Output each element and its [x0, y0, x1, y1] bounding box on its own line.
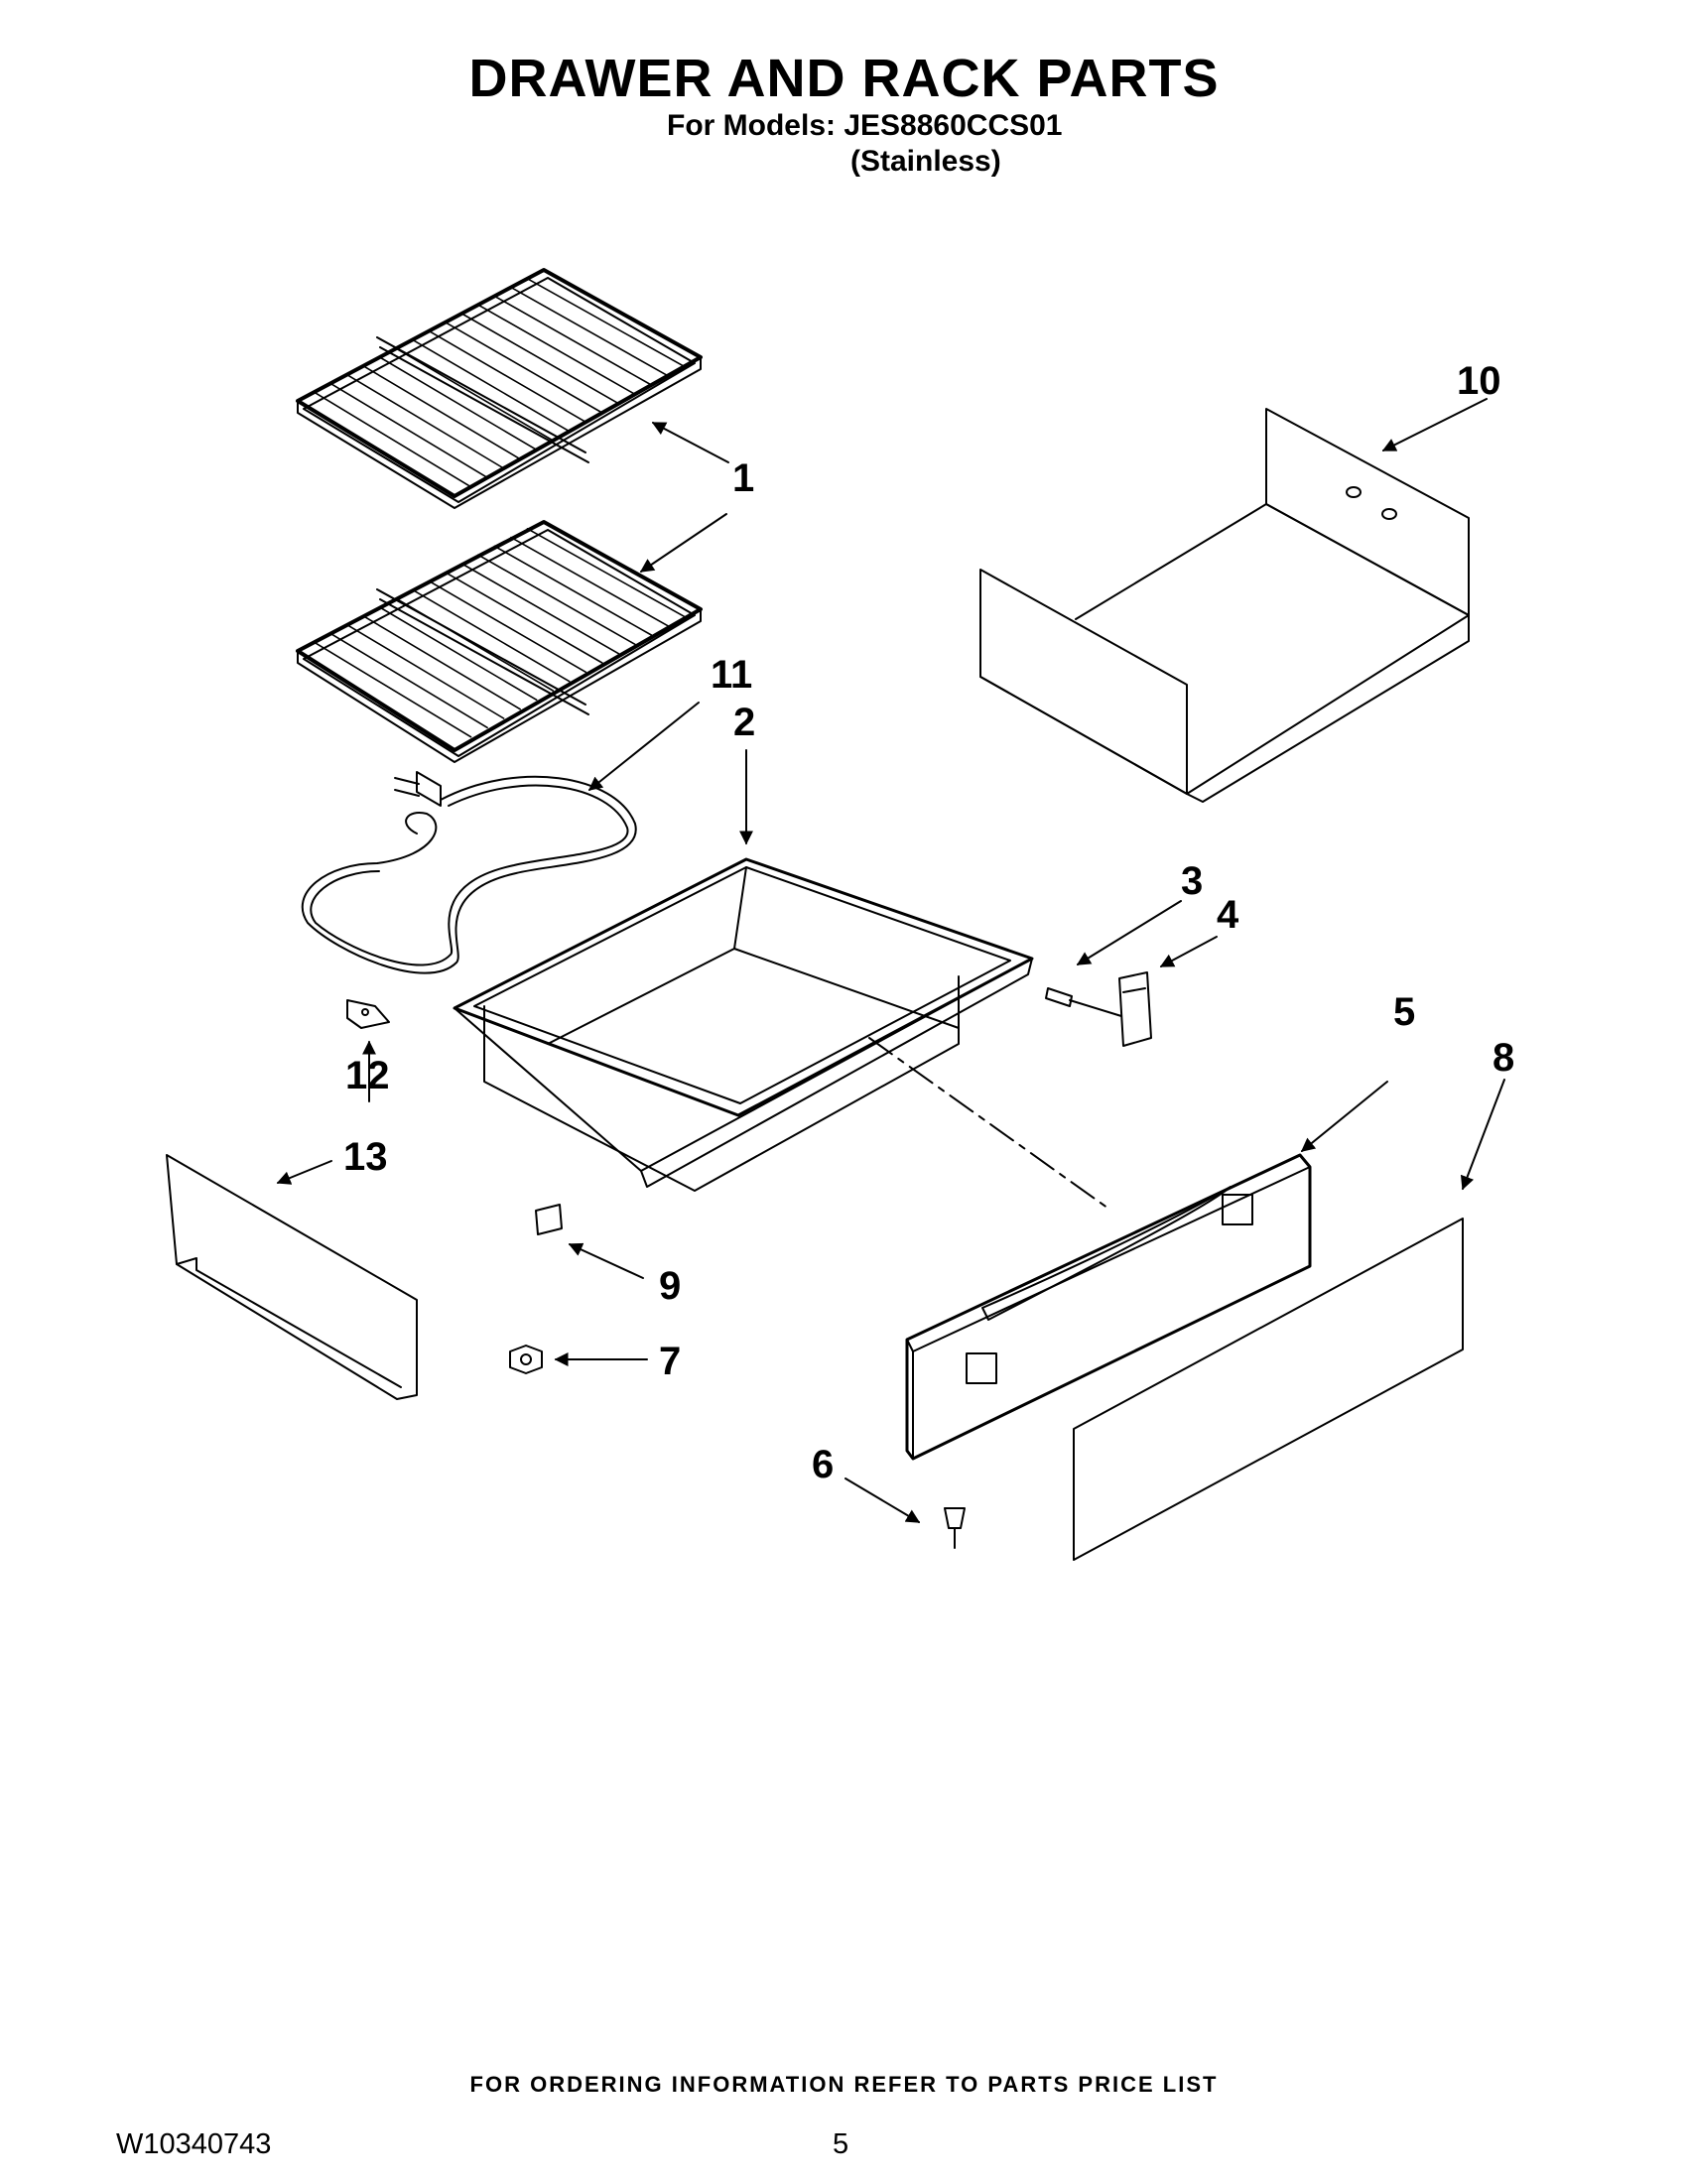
rack-wire: [329, 382, 488, 479]
rack-wire: [345, 623, 505, 719]
alignment-line: [868, 1037, 1112, 1212]
rack-wire: [395, 347, 555, 442]
element-bracket: [346, 999, 390, 1029]
front-panel: [1073, 1218, 1464, 1561]
callout-10: 10: [1457, 359, 1501, 403]
slide-clip: [1118, 971, 1152, 1047]
rack-wire: [378, 606, 538, 702]
callout-8: 8: [1493, 1036, 1515, 1080]
callout-2: 2: [733, 701, 756, 744]
rack-wire: [411, 588, 571, 683]
callout-9: 9: [659, 1264, 682, 1308]
callout-11: 11: [711, 653, 753, 697]
callout-3: 3: [1181, 859, 1204, 903]
rack-wire: [510, 536, 669, 627]
callout-5: 5: [1393, 990, 1416, 1034]
rack-wire: [362, 614, 521, 710]
document-number: W10340743: [116, 2128, 272, 2160]
rack-wire: [460, 313, 620, 405]
rack-wire: [477, 304, 636, 396]
rack-wire: [428, 579, 587, 674]
rack-wire: [313, 391, 472, 488]
models-line: For Models: JES8860CCS01: [667, 109, 1063, 142]
nut: [509, 1345, 543, 1374]
base-panel: [166, 1154, 418, 1400]
rack-wire: [329, 632, 488, 729]
rack-wire: [526, 277, 686, 368]
rack-wire: [378, 356, 538, 451]
rack-wire: [444, 321, 603, 414]
page-title: DRAWER AND RACK PARTS: [468, 49, 1220, 108]
callout-4: 4: [1217, 893, 1239, 937]
rack-wire: [362, 364, 521, 460]
bake-element: [301, 771, 637, 974]
rack-wire: [428, 329, 587, 424]
drawer-pan: [453, 857, 1034, 1192]
ordering-note: FOR ORDERING INFORMATION REFER TO PARTS …: [469, 2072, 1219, 2097]
rack-wire: [460, 563, 620, 655]
screw: [944, 1507, 966, 1549]
oven-rack-lower: [296, 520, 703, 763]
callout-7: 7: [659, 1340, 682, 1383]
rack-wire: [493, 295, 653, 386]
rack-wire: [493, 545, 653, 636]
callout-13: 13: [343, 1135, 388, 1179]
rack-wire: [526, 527, 686, 618]
variant-line: (Stainless): [850, 145, 1001, 178]
oven-rack-upper: [296, 268, 703, 509]
callout-12: 12: [345, 1054, 390, 1097]
rack-wire: [411, 338, 571, 433]
rack-wire: [395, 597, 555, 692]
page-number: 5: [833, 2128, 849, 2160]
drawer-front: [905, 1153, 1312, 1461]
insulator: [535, 1204, 563, 1235]
rack-wire: [345, 373, 505, 469]
drawer-liner: [979, 408, 1470, 803]
leader-arrows: [276, 398, 1505, 1523]
callout-1: 1: [732, 456, 755, 500]
rack-wire: [313, 641, 472, 738]
rack-wire: [477, 554, 636, 646]
rack-wire: [444, 571, 603, 664]
slide-screw: [1045, 987, 1122, 1017]
callout-6: 6: [812, 1443, 835, 1486]
rack-wire: [510, 286, 669, 377]
